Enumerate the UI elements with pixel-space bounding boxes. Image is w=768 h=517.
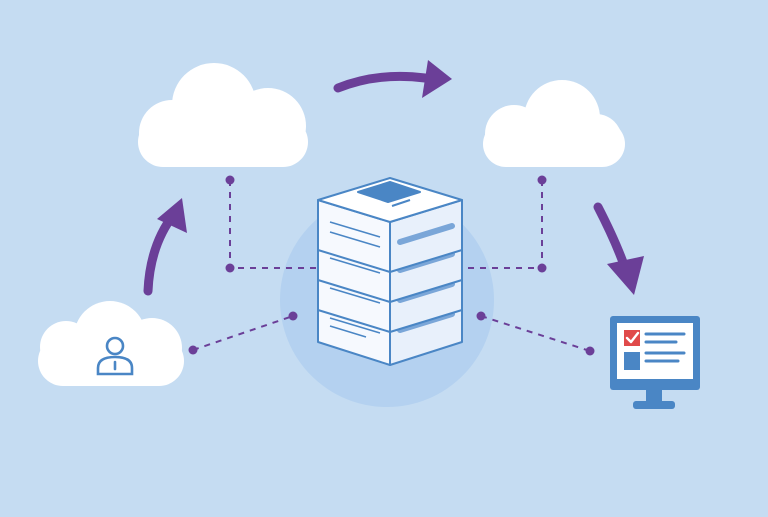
monitor-stand <box>633 401 675 409</box>
arrow-head <box>157 198 187 233</box>
arrow-head <box>607 256 644 295</box>
user-icon <box>96 336 134 376</box>
screen-text-lines <box>644 332 686 363</box>
connector-dot <box>188 345 198 355</box>
arrow-head <box>422 60 452 98</box>
user-cloud-icon <box>38 301 184 386</box>
server-rack-icon <box>317 177 463 366</box>
server-unit-top <box>317 177 463 273</box>
right-cloud-icon <box>483 80 625 167</box>
connector-dot <box>585 346 595 356</box>
connector-dot <box>537 263 547 273</box>
check-mark <box>625 331 640 344</box>
connector-dot <box>225 263 235 273</box>
document-block <box>624 352 640 370</box>
connector-dot <box>225 175 235 185</box>
connector-dot <box>537 175 547 185</box>
connector-dots <box>188 175 595 356</box>
monitor-icon <box>610 316 700 409</box>
arrow-left-cloud-to-right-cloud <box>333 71 430 93</box>
connector-user-server <box>192 315 294 351</box>
flow-arrows <box>143 60 644 296</box>
left-cloud-icon <box>138 63 308 167</box>
monitor-neck <box>646 390 662 402</box>
connector-dot <box>476 311 486 321</box>
connector-dot <box>288 311 298 321</box>
